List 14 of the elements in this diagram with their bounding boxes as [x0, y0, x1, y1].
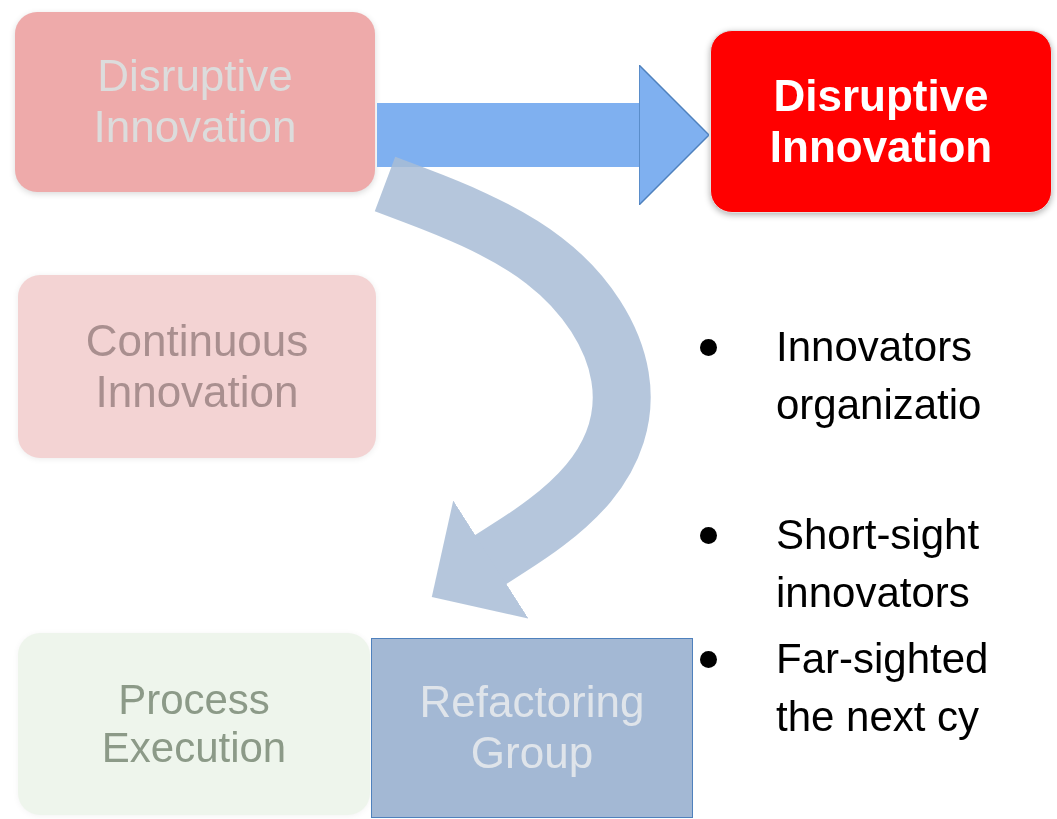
box-label: Process Execution [100, 675, 288, 773]
process-box [18, 275, 376, 458]
bullet-text: Far-sighted the next cy [776, 634, 990, 742]
process-box [710, 30, 1052, 213]
process-box [371, 638, 693, 818]
bullet-text: Innovators organizatio [776, 322, 983, 430]
curved-arrow [374, 156, 651, 619]
block-arrow [377, 64, 710, 206]
process-box [18, 633, 370, 815]
box-label: Refactoring Group [418, 677, 646, 779]
bullet-text: Short-sight innovators [776, 510, 981, 618]
process-box [15, 12, 375, 192]
box-label: Continuous Innovation [84, 315, 310, 418]
box-label: Disruptive Innovation [768, 70, 994, 173]
